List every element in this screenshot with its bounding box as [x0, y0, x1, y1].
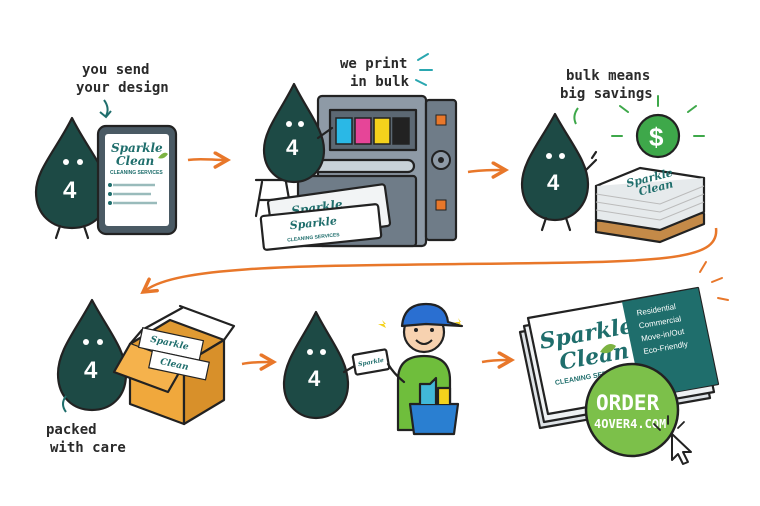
mascot-number: 4 — [84, 357, 98, 384]
handed-card-brand: Sparkle — [358, 357, 385, 368]
flow-arrow-1 — [187, 159, 224, 160]
caption-packed-line2: with care — [50, 440, 126, 456]
flow-arrow-4 — [241, 362, 270, 364]
drop-mascot-icon: 4 — [262, 82, 334, 184]
currency-symbol: $ — [649, 122, 664, 152]
caption-savings-line2: big savings — [560, 86, 653, 102]
caption-send-line1: you send — [82, 62, 149, 78]
flow-arrow-2 — [467, 170, 502, 172]
mascot-number: 4 — [547, 170, 560, 195]
order-title: ORDER — [596, 391, 660, 415]
printed-cards: Sparkle Clean Sparkle CLEANING SERVICES — [259, 183, 392, 251]
cursor-icon — [653, 415, 692, 465]
print-card2-brand-line1: Sparkle — [289, 214, 337, 232]
mascot-number: 4 — [308, 366, 321, 391]
leaf-icon — [158, 152, 168, 159]
caption-print-line1: we print — [340, 56, 407, 72]
step-delivery: 4 Sparkle — [282, 302, 464, 436]
step-packed: 4 Sparkle Clean packed with care — [46, 298, 236, 456]
tablet-brand-line2: Clean — [116, 154, 154, 168]
tablet-brand-line1: Sparkle — [111, 141, 163, 155]
drop-mascot-icon: 4 — [282, 310, 360, 420]
leaf-icon — [600, 344, 616, 354]
caption-savings-line1: bulk means — [566, 68, 650, 84]
caption-send-line2: your design — [76, 80, 169, 96]
print-card2-tagline: CLEANING SERVICES — [287, 232, 341, 244]
step-savings: bulk means big savings $ 4 Sparkle Clean — [520, 68, 706, 244]
step-send-design: you send your design 4 Sparkle Clean CLE… — [34, 62, 178, 240]
flow-arrow-3 — [146, 227, 718, 290]
step-order: Sparkle Clean CLEANING SERVICES Resident… — [518, 261, 729, 465]
box-icon: Sparkle Clean — [112, 304, 236, 426]
caption-packed-line1: packed — [46, 422, 97, 438]
money-icon: $ — [611, 95, 705, 159]
mascot-number: 4 — [286, 135, 299, 160]
tablet-icon: Sparkle Clean CLEANING SERVICES — [96, 124, 178, 236]
spray-bottle-icon — [408, 376, 460, 436]
caption-print-line2: in bulk — [350, 74, 410, 90]
mascot-number: 4 — [63, 177, 77, 204]
flow-arrow-5 — [481, 360, 508, 362]
step-print-bulk: we print in bulk 4 — [254, 53, 458, 251]
drop-mascot-icon: 4 — [520, 112, 598, 232]
caption-pointer-icon — [103, 99, 109, 117]
order-button[interactable]: ORDER 4OVER4.COM — [584, 362, 680, 458]
tablet-brand-tagline: CLEANING SERVICES — [110, 170, 163, 176]
order-url: 4OVER4.COM — [594, 417, 666, 431]
card-stack: Sparkle Clean — [594, 166, 706, 244]
